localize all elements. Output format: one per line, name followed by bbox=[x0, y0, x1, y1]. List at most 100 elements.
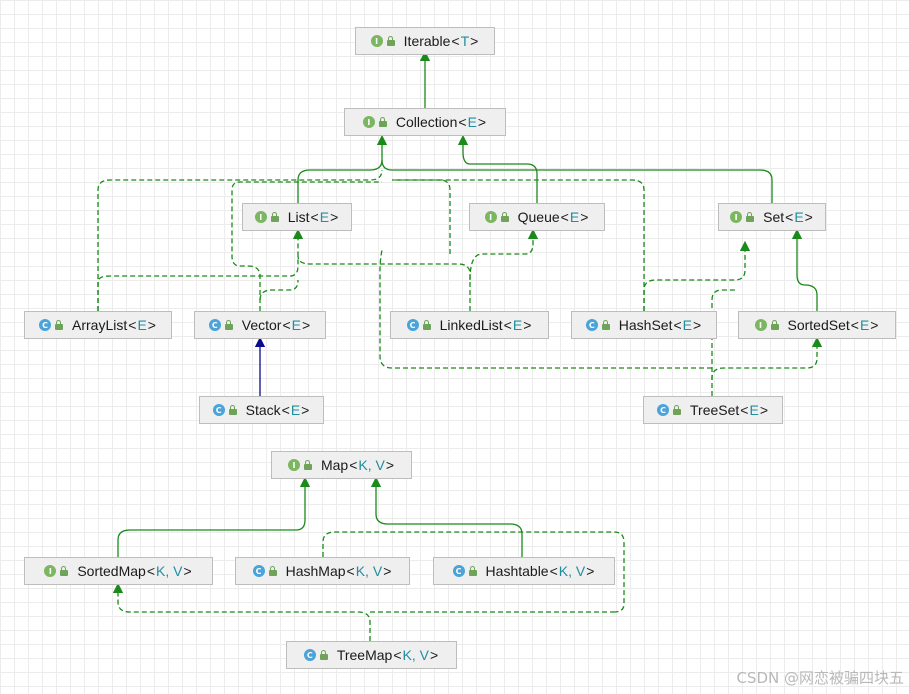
interface-badge-icon: I bbox=[484, 211, 497, 223]
class-badge-icon: C bbox=[657, 404, 669, 416]
type-params: E bbox=[682, 317, 693, 333]
access-lock-icon bbox=[60, 566, 69, 576]
node-name: SortedSet bbox=[787, 317, 850, 333]
edge-list-collection bbox=[297, 134, 388, 203]
edge-treeset-set bbox=[711, 289, 735, 380]
type-params: T bbox=[460, 33, 470, 49]
class-badge-icon: C bbox=[212, 404, 225, 416]
access-lock-icon bbox=[378, 117, 387, 127]
type-params: E bbox=[512, 317, 523, 333]
access-lock-icon bbox=[468, 566, 477, 576]
access-lock-icon bbox=[601, 320, 610, 330]
class-badge-icon: C bbox=[252, 565, 265, 577]
node-name: TreeMap bbox=[336, 647, 393, 663]
node-name: Queue bbox=[517, 209, 560, 225]
access-lock-icon bbox=[270, 212, 279, 222]
node-name: Iterable bbox=[403, 33, 451, 49]
access-lock-icon bbox=[319, 650, 328, 660]
type-params: E bbox=[467, 114, 477, 130]
type-params: E bbox=[794, 209, 804, 225]
node-name: HashSet bbox=[618, 317, 673, 333]
access-lock-icon bbox=[500, 212, 509, 222]
node-name: Hashtable bbox=[485, 563, 549, 579]
node-name: Stack bbox=[245, 402, 281, 418]
node-name: LinkedList bbox=[439, 317, 503, 333]
interface-badge-icon: I bbox=[754, 319, 767, 331]
interface-badge-icon: I bbox=[362, 116, 375, 128]
edge-hashtable-map bbox=[370, 476, 523, 557]
class-badge-icon: C bbox=[208, 319, 221, 331]
type-params: E bbox=[290, 402, 301, 418]
class-badge-icon: C bbox=[303, 649, 316, 661]
interface-badge-icon: I bbox=[730, 211, 743, 223]
node-name: Set bbox=[763, 209, 785, 225]
edge-vector-list bbox=[231, 181, 382, 311]
type-params: K, V bbox=[402, 647, 429, 663]
access-lock-icon bbox=[746, 212, 755, 222]
access-lock-icon bbox=[224, 320, 233, 330]
edge-sortedmap-map bbox=[117, 476, 311, 557]
type-params: E bbox=[749, 402, 759, 418]
node-name: Collection bbox=[395, 114, 458, 130]
class-badge-icon: C bbox=[406, 319, 419, 331]
edge-arraylist-collection bbox=[97, 169, 383, 311]
node-name: List bbox=[287, 209, 310, 225]
access-lock-icon bbox=[422, 320, 431, 330]
node-name: Vector bbox=[241, 317, 282, 333]
class-badge-icon: C bbox=[452, 565, 465, 577]
edge-queue-collection bbox=[457, 134, 538, 203]
edge-sortedset-set bbox=[791, 228, 818, 311]
edge-hashmap-map bbox=[322, 531, 625, 613]
edge-linkedlist-queue bbox=[469, 228, 539, 281]
access-lock-icon bbox=[268, 566, 277, 576]
interface-badge-icon: I bbox=[254, 211, 267, 223]
edge-linkedlist-collection bbox=[392, 179, 451, 254]
node-name: HashMap bbox=[285, 563, 346, 579]
edge-linkedlist-list bbox=[297, 255, 471, 311]
access-lock-icon bbox=[673, 405, 681, 415]
edge-set-collection bbox=[381, 159, 773, 203]
node-name: TreeSet bbox=[690, 402, 740, 418]
watermark: CSDN @网恋被骗四块五 bbox=[736, 669, 904, 687]
type-params: E bbox=[859, 317, 870, 333]
access-lock-icon bbox=[228, 405, 237, 415]
class-badge-icon: C bbox=[39, 319, 52, 331]
interface-badge-icon: I bbox=[370, 35, 383, 47]
node-name: ArrayList bbox=[72, 317, 128, 333]
edge-treeset-collection bbox=[379, 249, 712, 369]
edge-hashset-set bbox=[643, 240, 751, 311]
edge-treeset-sortedset bbox=[711, 336, 823, 396]
access-lock-icon bbox=[55, 320, 64, 330]
type-params: K, V bbox=[358, 457, 385, 473]
edge-arraylist-list bbox=[97, 228, 304, 311]
type-params: K, V bbox=[355, 563, 383, 579]
type-params: K, V bbox=[558, 563, 586, 579]
access-lock-icon bbox=[303, 460, 312, 470]
interface-badge-icon: I bbox=[287, 459, 300, 471]
access-lock-icon bbox=[770, 320, 779, 330]
access-lock-icon bbox=[386, 36, 395, 46]
edge-hashset-collection bbox=[392, 179, 645, 311]
edge-treemap-sortedmap bbox=[112, 582, 371, 641]
class-badge-icon: C bbox=[585, 319, 598, 331]
node-name: SortedMap bbox=[77, 563, 146, 579]
